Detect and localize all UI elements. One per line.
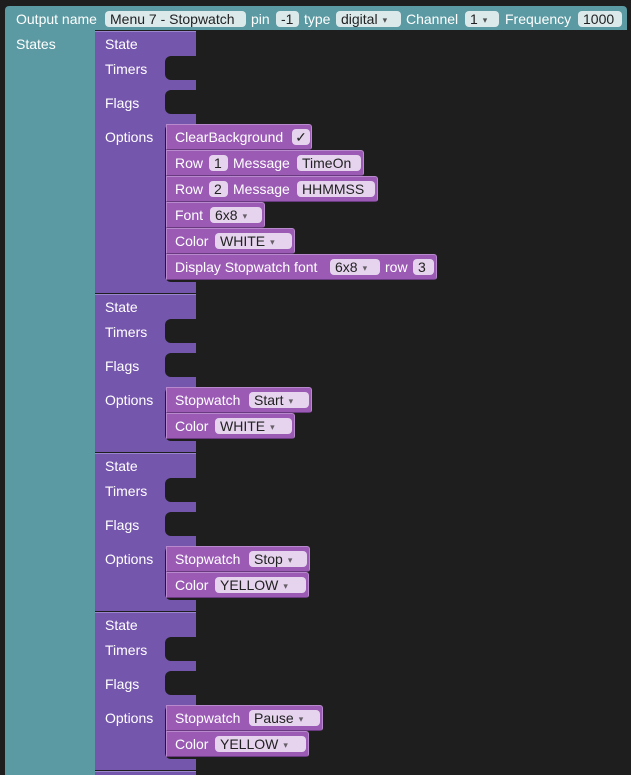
flags-input-slot [165, 85, 196, 114]
message-field[interactable]: TimeOn [297, 155, 361, 171]
timers-input-slot [165, 632, 196, 661]
color-dropdown[interactable]: YELLOW [215, 736, 306, 752]
color-label: Color [175, 233, 209, 249]
frequency-field[interactable]: 1000 [578, 11, 622, 27]
state-label: State [105, 36, 138, 52]
frequency-label: Frequency [505, 11, 572, 27]
pin-label: pin [251, 11, 270, 27]
message-field[interactable]: HHMMSS [297, 181, 375, 197]
color-label: Color [175, 736, 209, 752]
display-row-field[interactable]: 3 [413, 259, 434, 275]
timers-label: Timers [105, 324, 148, 340]
timers-label: Timers [105, 642, 148, 658]
clear-background-label: ClearBackground [175, 129, 284, 145]
timers-label: Timers [105, 483, 148, 499]
row-label: Row [175, 181, 204, 197]
type-label: type [304, 11, 331, 27]
stopwatch-dropdown[interactable]: Pause [249, 710, 320, 726]
color-dropdown[interactable]: YELLOW [215, 577, 306, 593]
channel-dropdown[interactable]: 1 [465, 11, 499, 27]
color-dropdown[interactable]: WHITE [215, 233, 292, 249]
stopwatch-dropdown[interactable]: Start [249, 392, 309, 408]
state-label: State [105, 617, 138, 633]
stopwatch-label: Stopwatch [175, 392, 241, 408]
states-label: States [16, 36, 56, 52]
message-label: Message [233, 155, 290, 171]
color-dropdown[interactable]: WHITE [215, 418, 292, 434]
timers-label: Timers [105, 61, 148, 77]
output-name-label: Output name [16, 11, 97, 27]
flags-input-slot [165, 666, 196, 695]
state-label: State [105, 299, 138, 315]
flags-label: Flags [105, 358, 140, 374]
state-label: State [105, 458, 138, 474]
flags-label: Flags [105, 517, 140, 533]
row-label: Row [175, 155, 204, 171]
stopwatch-dropdown[interactable]: Stop [249, 551, 307, 567]
row-label: row [385, 259, 408, 275]
channel-label: Channel [406, 11, 459, 27]
font-dropdown[interactable]: 6x8 [210, 207, 262, 223]
output-block-left-column [5, 30, 95, 775]
flags-input-slot [165, 507, 196, 536]
row-number-field[interactable]: 2 [209, 181, 228, 197]
options-label: Options [105, 392, 154, 408]
stopwatch-label: Stopwatch [175, 710, 241, 726]
color-label: Color [175, 418, 209, 434]
flags-label: Flags [105, 95, 140, 111]
display-stopwatch-block[interactable] [166, 254, 437, 280]
stopwatch-label: Stopwatch [175, 551, 241, 567]
state-block[interactable] [95, 771, 196, 775]
options-label: Options [105, 710, 154, 726]
message-label: Message [233, 181, 290, 197]
font-label: Font [175, 207, 204, 223]
color-label: Color [175, 577, 209, 593]
pin-field[interactable]: -1 [276, 11, 299, 27]
timers-input-slot [165, 51, 196, 80]
type-dropdown[interactable]: digital [336, 11, 401, 27]
options-label: Options [105, 551, 154, 567]
options-label: Options [105, 129, 154, 145]
display-stopwatch-font-label: Display Stopwatch font [175, 259, 318, 275]
display-font-dropdown[interactable]: 6x8 [330, 259, 380, 275]
clear-background-block[interactable] [166, 124, 312, 150]
timers-input-slot [165, 314, 196, 343]
flags-input-slot [165, 348, 196, 377]
output-name-field[interactable]: Menu 7 - Stopwatch [105, 11, 246, 27]
clear-background-checkbox[interactable]: ✓ [292, 129, 310, 145]
timers-input-slot [165, 473, 196, 502]
row-number-field[interactable]: 1 [209, 155, 228, 171]
flags-label: Flags [105, 676, 140, 692]
